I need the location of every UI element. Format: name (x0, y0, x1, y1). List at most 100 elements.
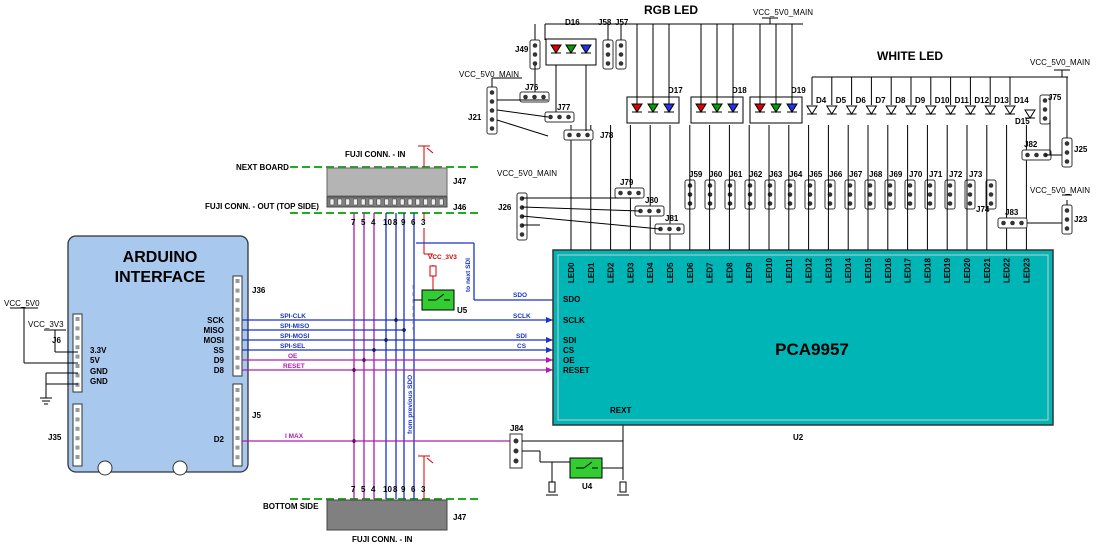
header-pin-icon (353, 198, 358, 206)
u4-switch: J84 U4 (509, 424, 629, 496)
header-pin-icon (988, 201, 994, 206)
header-pin-icon (75, 317, 80, 321)
jumper-top-label: J62 (749, 170, 763, 179)
header-pin-icon (727, 183, 733, 188)
fuji-pin-bottom: 5 (361, 485, 366, 494)
header-pin-icon (1034, 152, 1039, 158)
led-diode-icon (770, 103, 782, 113)
header-pin-icon (767, 192, 773, 197)
header-pin-icon (887, 192, 893, 197)
fuji-pin-top: 4 (371, 218, 376, 227)
fuji-pin-top: 9 (401, 218, 406, 227)
header-pin-icon (767, 183, 773, 188)
header-pin-icon (532, 43, 538, 48)
j57-label: J57 (615, 18, 629, 27)
u5-switch: VCC_3V3 U5 (421, 254, 468, 315)
header-pin-icon (557, 114, 562, 120)
j79-label: J79 (620, 178, 634, 187)
rgb-led-title: RGB LED (644, 3, 698, 17)
led-diode-icon (964, 105, 977, 115)
vcc-main-right2: VCC_5V0_MAIN (1030, 186, 1090, 195)
pca-led-pin-label: LED19 (943, 258, 952, 283)
pca-led-pin-label: LED6 (686, 262, 695, 283)
fuji-pin-bottom: 6 (411, 485, 416, 494)
header-pin-icon (988, 192, 994, 197)
jumper-header (924, 179, 936, 210)
jumper-header (784, 179, 796, 210)
header-pin-icon (585, 132, 590, 138)
header-pin-icon (927, 192, 933, 197)
led-diode-icon (825, 105, 838, 115)
header-pin-icon (947, 192, 953, 197)
j84-label: J84 (510, 424, 524, 433)
fuji-pin-bottom: 4 (371, 485, 376, 494)
fuji-pin-top: 7 (351, 218, 356, 227)
fuji-in-top-label: FUJI CONN. - IN (345, 150, 406, 159)
pca-led-pin-label: LED14 (844, 258, 853, 283)
header-pin-icon (658, 226, 663, 232)
header-pin-icon (235, 279, 240, 283)
pca-pin-reset: RESET (563, 366, 590, 375)
pca-led-pin-label: LED2 (607, 262, 616, 283)
header-pin-icon (415, 198, 421, 206)
header-pin-icon (75, 455, 80, 459)
white-led-label: D12 (974, 96, 989, 105)
jumper-top-label: J71 (929, 170, 943, 179)
header-pin-icon (1001, 220, 1006, 226)
to-next-sdi-label: to next SDI (465, 258, 472, 292)
pin-5v: 5V (90, 356, 100, 365)
header-pin-icon (75, 382, 80, 387)
header-pin-icon (75, 354, 80, 359)
pca-led-pin-label: LED12 (805, 258, 814, 283)
led-diode-icon (984, 105, 997, 115)
ground-icon (40, 397, 52, 405)
spi-miso-label: SPI-MISO (280, 323, 309, 330)
fuji-pin-top: 10 (383, 218, 392, 227)
header-pin-icon (532, 94, 537, 100)
j79-header (614, 187, 645, 199)
header-pin-icon (1064, 217, 1070, 222)
header-pin-icon (1042, 98, 1048, 103)
header-pin-icon (523, 94, 528, 100)
pin-ss: SS (213, 346, 224, 355)
header-pin-icon (667, 226, 672, 232)
header-pin-icon (1010, 220, 1015, 226)
pca-led-pin-label: LED20 (963, 258, 972, 283)
header-pin-icon (431, 198, 436, 206)
j82-label: J82 (1024, 140, 1038, 149)
pca-pin-sdo: SDO (563, 295, 580, 304)
jumper-top-label: J63 (769, 170, 783, 179)
j49-label: J49 (515, 45, 529, 54)
pca-led-pin-label: LED8 (725, 262, 734, 283)
j75-label: J75 (1048, 93, 1062, 102)
j76-label: J76 (525, 83, 539, 92)
pca-led-pin-label: LED1 (587, 262, 596, 283)
header-pin-icon (605, 52, 611, 57)
pca-led-pin-label: LED0 (567, 262, 576, 283)
arduino-title-2: INTERFACE (115, 269, 206, 286)
fuji-out-label: FUJI CONN. - OUT (TOP SIDE) (205, 202, 319, 211)
j81-label: J81 (665, 214, 679, 223)
j5-label: J5 (252, 411, 261, 420)
header-pin-icon (235, 416, 240, 421)
pca-led-pin-label: LED22 (1003, 258, 1012, 283)
vcc-main-left2: VCC_5V0_MAIN (497, 169, 557, 178)
led-diode-icon (663, 103, 675, 113)
header-pin-icon (627, 190, 632, 196)
header-pin-icon (988, 183, 994, 188)
header-pin-icon (907, 192, 913, 197)
header-pin-icon (967, 192, 973, 197)
jumper-top-label: J66 (829, 170, 843, 179)
pca-pin-cs: CS (563, 346, 575, 355)
jumper-top-label: J69 (889, 170, 903, 179)
header-pin-icon (489, 117, 495, 122)
header-pin-icon (947, 201, 953, 206)
pca-led-pin-label: LED21 (983, 258, 992, 283)
spi-signal-lines: SPI-CLK SPI-MISO SPI-MOSI SPI-SEL OE RES… (242, 242, 553, 442)
header-pin-icon (647, 208, 652, 214)
header-pin-icon (532, 52, 538, 57)
arduino-power: VCC_5V0 VCC_3V3 (4, 299, 78, 405)
j57-header (615, 39, 627, 70)
header-pin-icon (337, 198, 343, 206)
header-pin-icon (567, 132, 572, 138)
